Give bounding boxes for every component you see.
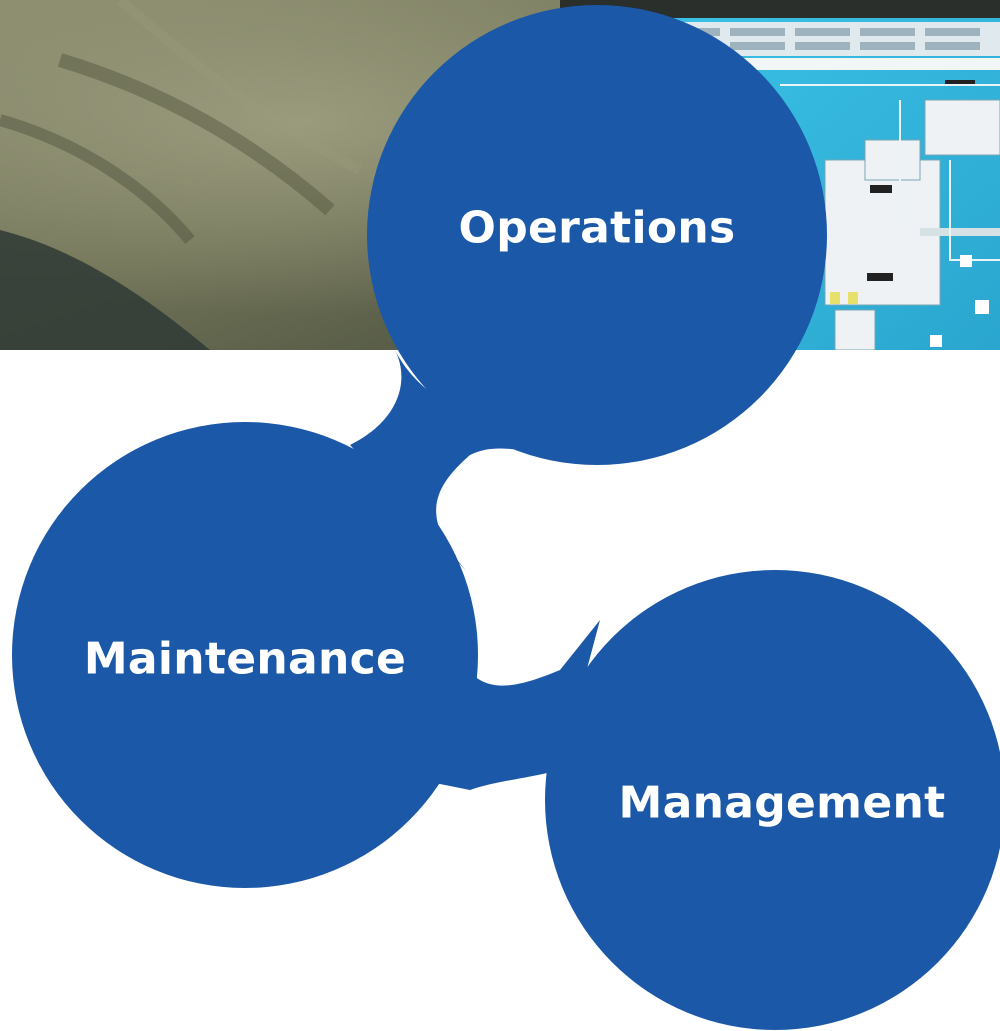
maintenance-blob [12,422,478,888]
connector-maintenance-management [420,620,600,790]
connector-operations-maintenance [350,350,600,575]
operations-label[interactable]: Operations [458,202,736,254]
management-blob [545,570,1000,1030]
maintenance-label[interactable]: Maintenance [83,633,407,685]
operations-blob [367,5,827,465]
management-label[interactable]: Management [618,777,946,829]
blob-network [12,5,1000,1030]
